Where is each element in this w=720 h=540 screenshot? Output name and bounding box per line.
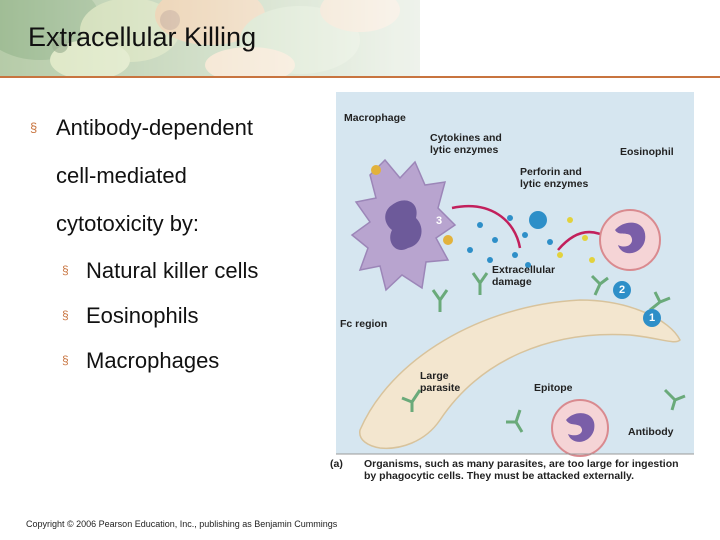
caption-text: Organisms, such as many parasites, are t… xyxy=(364,458,679,482)
bullet-text: cytotoxicity by: xyxy=(56,211,200,236)
sub-bullet-text: Natural killer cells xyxy=(86,258,259,283)
sub-bullet-text: Eosinophils xyxy=(86,303,199,328)
step-badge-2: 2 xyxy=(619,284,626,296)
sub-bullet-text: Macrophages xyxy=(86,348,220,373)
label-macrophage: Macrophage xyxy=(344,112,406,124)
antibodies xyxy=(401,272,686,433)
fc-receptor xyxy=(443,235,453,245)
bullet-continuation: cell-mediated xyxy=(28,152,328,200)
bullet-text: Antibody-dependent xyxy=(56,115,253,140)
sub-bullet-item: § Eosinophils xyxy=(28,293,328,338)
caption-letter: (a) xyxy=(330,458,343,470)
slide-title: Extracellular Killing xyxy=(28,22,257,52)
label-large-parasite: Large parasite xyxy=(420,370,461,394)
eosinophil-cell xyxy=(599,209,661,271)
fc-receptor xyxy=(371,165,381,175)
copyright-notice: Copyright © 2006 Pearson Education, Inc.… xyxy=(26,519,338,529)
label-eosinophil: Eosinophil xyxy=(620,146,674,158)
bullet-text: cell-mediated xyxy=(56,163,187,188)
eosinophil-nucleus xyxy=(615,222,646,254)
label-antibody: Antibody xyxy=(628,426,674,438)
step-badge-3: 3 xyxy=(436,215,443,227)
header-decoration xyxy=(0,0,720,78)
label-epitope: Epitope xyxy=(534,382,573,394)
label-fc-region: Fc region xyxy=(340,318,388,330)
label-cytokines: Cytokines and lytic enzymes xyxy=(430,132,502,156)
bullet-continuation: cytotoxicity by: xyxy=(28,200,328,248)
bullet-marker: § xyxy=(30,120,38,135)
damage-arc xyxy=(451,205,522,249)
bullet-marker: § xyxy=(62,353,69,367)
figure-illustration xyxy=(336,92,694,457)
macrophage-nucleus xyxy=(385,200,422,250)
bullet-list: § Antibody-dependent cell-mediated cytoto… xyxy=(28,104,328,383)
bullet-marker: § xyxy=(62,308,69,322)
eosinophil-cell-lower xyxy=(551,399,609,457)
step-badge-1: 1 xyxy=(649,312,656,324)
bullet-item: § Antibody-dependent xyxy=(28,104,328,152)
sub-bullet-item: § Macrophages xyxy=(28,338,328,383)
sub-bullet-item: § Natural killer cells xyxy=(28,248,328,293)
adcc-figure: 3 2 1 Macrophage Cytokines and lytic enz… xyxy=(330,90,696,502)
label-perforin: Perforin and lytic enzymes xyxy=(520,166,589,190)
label-extracellular-damage: Extracellular damage xyxy=(492,264,556,288)
step-badges xyxy=(529,211,661,327)
large-parasite xyxy=(359,299,681,450)
bullet-marker: § xyxy=(62,263,69,277)
title-divider xyxy=(0,76,720,78)
